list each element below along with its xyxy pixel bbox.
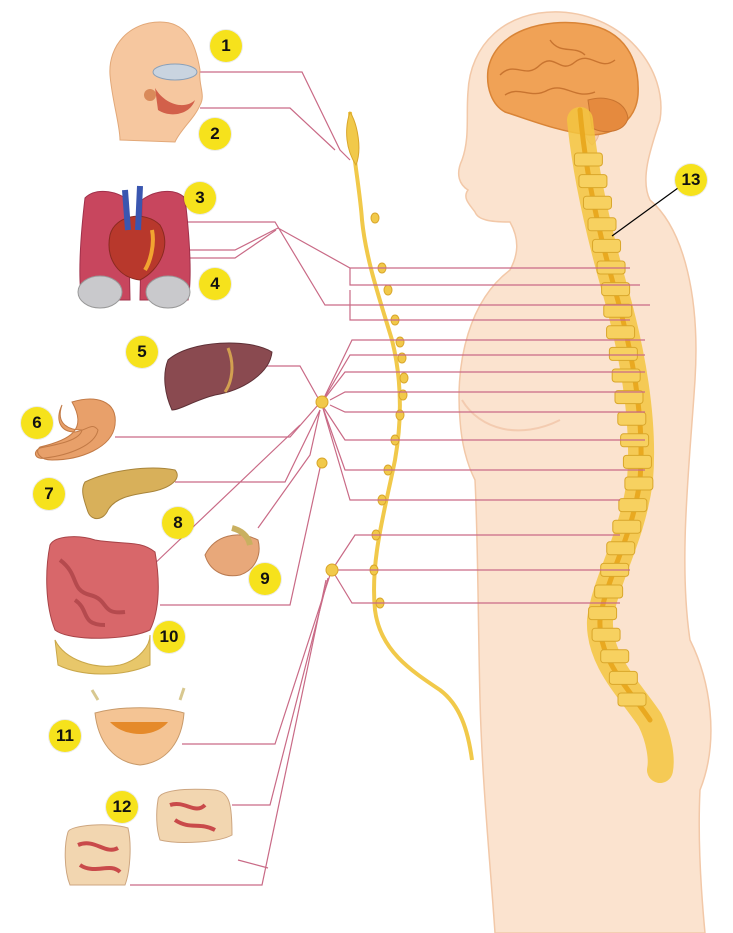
cervical-ganglion (346, 110, 360, 167)
chain-ganglion (370, 212, 380, 224)
heart-lungs-organ (77, 185, 191, 309)
nerve-line (321, 404, 620, 501)
nerve-line (200, 107, 336, 151)
liver-organ (164, 342, 273, 411)
intestines-organ (46, 536, 159, 675)
stomach-organ (34, 398, 116, 461)
nerve-line (321, 354, 645, 403)
nerve-line (196, 71, 351, 161)
nerve-line (321, 371, 645, 403)
vertebra (617, 411, 647, 426)
vertebra (588, 606, 618, 621)
kidney-organ (204, 525, 260, 577)
chain-ganglion (383, 284, 393, 296)
nerve-line (262, 365, 319, 399)
nerve-line (232, 577, 329, 806)
bladder-organ (90, 687, 186, 766)
cerebellum (587, 97, 629, 133)
vertebra (592, 238, 622, 253)
vertebra (573, 152, 603, 167)
brain-folds (499, 39, 616, 96)
label-13-pointer (611, 187, 679, 237)
label-5-badge: 5 (126, 336, 158, 368)
vertebra (601, 282, 631, 297)
nerve-line (329, 404, 645, 413)
vertebra (622, 454, 652, 469)
nerve-line (331, 534, 620, 571)
label-8-badge: 8 (162, 507, 194, 539)
nerve-line (329, 391, 645, 401)
vertebra (582, 195, 612, 210)
label-4-badge: 4 (199, 268, 231, 300)
nerve-line (182, 574, 331, 745)
label-3-badge: 3 (184, 182, 216, 214)
vertebra (591, 627, 621, 642)
vertebra (617, 692, 647, 707)
vertebra (611, 368, 641, 383)
vertebra (614, 390, 644, 405)
chain-ganglion (395, 336, 405, 348)
nerve-line (321, 404, 645, 471)
chest-contour (461, 399, 561, 432)
vertebra (594, 584, 624, 599)
nerve-line (115, 404, 319, 438)
label-1-badge: 1 (210, 30, 242, 62)
label-2-badge: 2 (199, 118, 231, 150)
nerve-line (349, 268, 640, 286)
nerve-line (349, 290, 630, 321)
vertebra (600, 649, 630, 664)
nerve-line (331, 569, 620, 604)
inferior-mesenteric-ganglion (325, 563, 339, 577)
vertebra (624, 476, 654, 491)
nerve-line (170, 221, 650, 306)
nerve-line (175, 409, 321, 483)
vertebrae (573, 152, 654, 707)
sympathetic-chain (348, 111, 474, 761)
nerve-line (321, 339, 645, 403)
superior-mesenteric-ganglion (316, 457, 328, 469)
celiac-ganglion (315, 395, 329, 409)
head-organ (109, 21, 203, 143)
nerve-line (321, 404, 645, 441)
vertebra (603, 303, 633, 318)
nerve-line (257, 409, 321, 529)
reproductive-organs (64, 788, 233, 886)
label-7-badge: 7 (33, 478, 65, 510)
vertebra (608, 670, 638, 685)
nerve-line (237, 859, 269, 869)
vertebra (618, 498, 648, 513)
nerve-lines (115, 71, 650, 886)
chain-ganglion (399, 372, 409, 384)
label-10-badge: 10 (153, 621, 185, 653)
nerve-line (160, 467, 321, 606)
nerve-line (130, 579, 327, 886)
nerve-line (149, 424, 301, 569)
label-11-badge: 11 (49, 720, 81, 752)
label-6-badge: 6 (21, 407, 53, 439)
human-body (457, 11, 712, 933)
vertebra (606, 325, 636, 340)
label-13-badge: 13 (675, 164, 707, 196)
label-12-badge: 12 (106, 791, 138, 823)
vertebra (587, 217, 617, 232)
label-9-badge: 9 (249, 563, 281, 595)
vertebra (578, 174, 608, 189)
vertebra (612, 519, 642, 534)
vertebra (606, 541, 636, 556)
pancreas-organ (82, 467, 178, 519)
vertebra (608, 346, 638, 361)
